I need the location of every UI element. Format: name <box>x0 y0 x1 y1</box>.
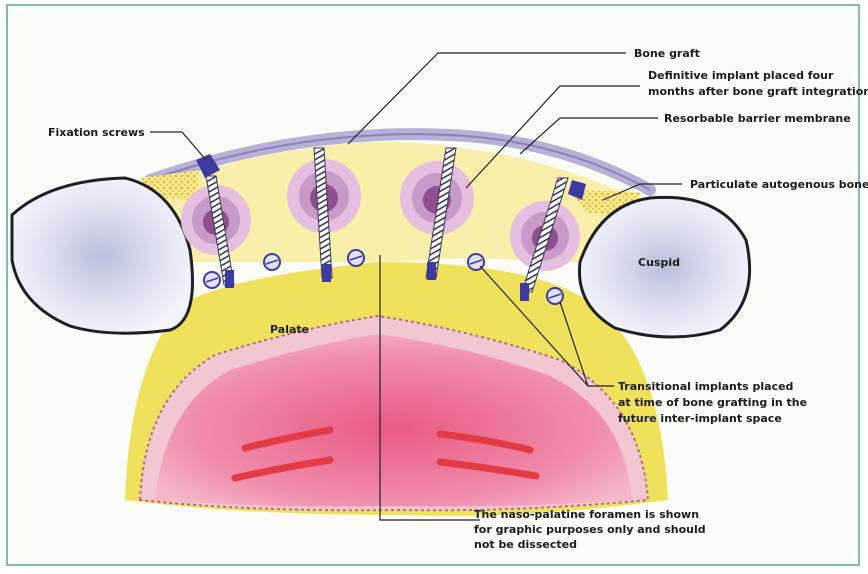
label-fixation-screws: Fixation screws <box>48 126 145 139</box>
label-naso-palatine: The naso-palatine foramen is shown for g… <box>474 508 709 551</box>
cuspid-left <box>12 178 193 333</box>
label-bone-graft: Bone graft <box>634 47 700 60</box>
leader-fixation-screws <box>150 132 206 160</box>
label-definitive-implant: Definitive implant placed four months af… <box>648 69 868 98</box>
label-transitional-implants: Transitional implants placed at time of … <box>618 380 811 425</box>
label-particulate-bone: Particulate autogenous bone <box>690 178 868 191</box>
label-resorbable-membrane: Resorbable barrier membrane <box>664 112 851 125</box>
label-palate: Palate <box>270 323 309 336</box>
label-cuspid: Cuspid <box>638 256 680 269</box>
